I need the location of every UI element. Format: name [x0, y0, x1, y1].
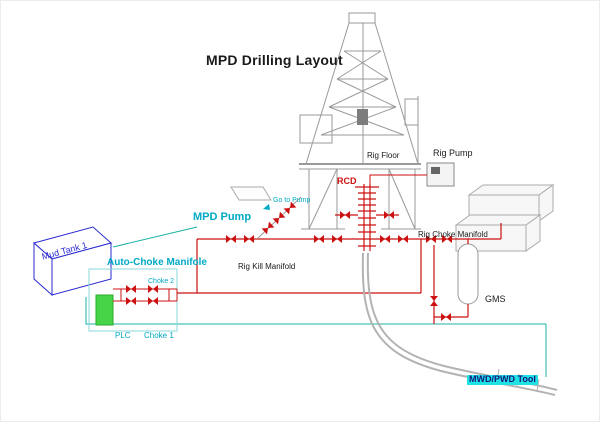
go-to-pump-label: Go to Pump [273, 197, 311, 204]
mpd-pump-label: MPD Pump [193, 211, 252, 223]
rig-floor-label: Rig Floor [367, 151, 400, 160]
rig-choke-manifold-label: Rig Choke Manifold [418, 230, 488, 239]
gms-label: GMS [485, 294, 506, 304]
gms-separator-vessel [457, 243, 479, 305]
rig-kill-manifold-label: Rig Kill Manifold [238, 262, 296, 271]
mpd-tray [230, 186, 272, 201]
plc-label: PLC [115, 331, 131, 340]
signal-lines [85, 204, 547, 377]
rig-pump-box [426, 162, 455, 187]
plc-box [95, 294, 114, 326]
traveling-block [357, 109, 368, 125]
mwd-pwd-tool-label: MWD/PWD Tool [467, 374, 538, 385]
red-piping [177, 223, 502, 324]
go-to-pump-arrow [263, 204, 270, 210]
choke-1-label: Choke 1 [144, 331, 174, 340]
auto-choke-manifold-box [88, 268, 178, 332]
storage-tanks [454, 184, 555, 252]
page-title: MPD Drilling Layout [206, 52, 343, 68]
choke-2-label: Choke 2 [148, 278, 175, 285]
derrick-structure [299, 12, 421, 230]
auto-choke-manifold-label: Auto-Choke Manifole [107, 257, 207, 268]
rcd-label: RCD [337, 176, 357, 186]
doghouse-panel [299, 114, 333, 144]
standpipe-panel [404, 98, 419, 126]
standpipe-line [369, 174, 427, 185]
rig-pump-label: Rig Pump [433, 148, 473, 158]
mud-tank-box [32, 226, 113, 297]
